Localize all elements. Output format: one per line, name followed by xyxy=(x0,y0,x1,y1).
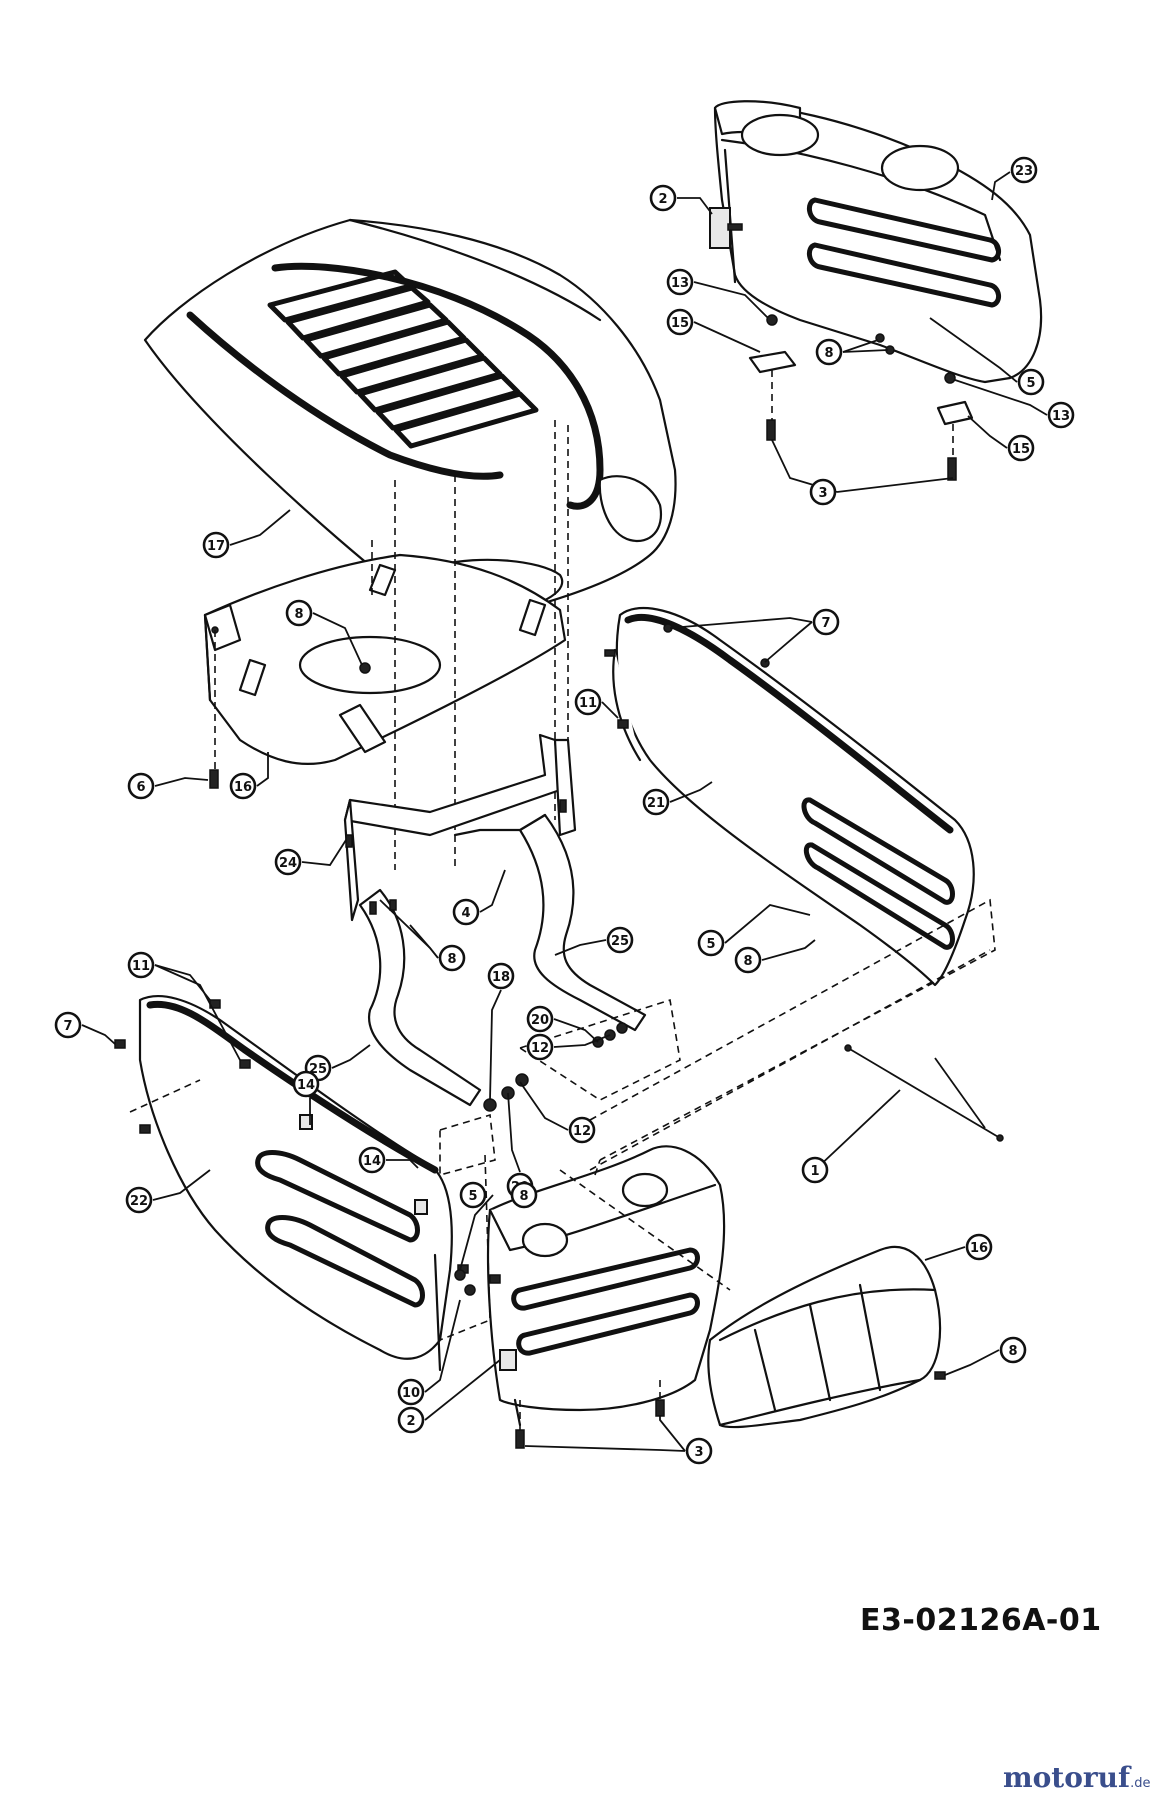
svg-text:13: 13 xyxy=(671,276,689,291)
callout-16-bumper: 16 xyxy=(965,1233,993,1261)
svg-text:11: 11 xyxy=(579,696,597,711)
support-frame-part xyxy=(343,733,647,1107)
callout-13-a: 13 xyxy=(666,268,694,296)
svg-text:17: 17 xyxy=(207,539,225,554)
front-grille-part xyxy=(457,1145,726,1449)
callout-8-right: 8 xyxy=(734,946,762,974)
side-panel-right-part xyxy=(604,607,975,987)
svg-text:25: 25 xyxy=(611,934,629,949)
callout-12-lower: 12 xyxy=(568,1116,596,1144)
callout-5-front: 5 xyxy=(459,1181,487,1209)
svg-text:8: 8 xyxy=(447,952,456,967)
callout-18: 18 xyxy=(487,962,515,990)
callout-labels: 2 23 13 15 8 5 13 15 3 17 8 6 16 7 11 21… xyxy=(54,156,1075,1465)
drawing-code-label: E3-02126A-01 xyxy=(860,1603,1102,1638)
svg-text:4: 4 xyxy=(461,906,470,921)
hood-part xyxy=(143,218,677,620)
rod-part xyxy=(844,1044,1004,1142)
hood-vent-grille xyxy=(267,269,539,449)
svg-text:7: 7 xyxy=(821,616,830,631)
callout-24: 24 xyxy=(274,848,302,876)
callout-13-b: 13 xyxy=(1047,401,1075,429)
callout-7-right: 7 xyxy=(812,608,840,636)
callout-3-top: 3 xyxy=(809,478,837,506)
svg-text:16: 16 xyxy=(970,1241,988,1256)
callout-3-bottom: 3 xyxy=(685,1437,713,1465)
svg-text:18: 18 xyxy=(492,970,510,985)
callout-15-a: 15 xyxy=(666,308,694,336)
svg-text:16: 16 xyxy=(234,780,252,795)
svg-text:20: 20 xyxy=(531,1013,549,1028)
callout-6: 6 xyxy=(127,772,155,800)
callout-10: 10 xyxy=(397,1378,425,1406)
svg-text:8: 8 xyxy=(294,607,303,622)
callout-16-tray: 16 xyxy=(229,772,257,800)
svg-text:2: 2 xyxy=(658,192,667,207)
svg-text:13: 13 xyxy=(1052,409,1070,424)
callout-8-top: 8 xyxy=(815,338,843,366)
callout-12-upper: 12 xyxy=(526,1033,554,1061)
callout-8-front: 8 xyxy=(510,1181,538,1209)
svg-text:12: 12 xyxy=(531,1041,549,1056)
svg-text:14: 14 xyxy=(297,1078,315,1093)
leader-lines xyxy=(81,171,1048,1452)
svg-text:1: 1 xyxy=(810,1164,819,1179)
svg-text:23: 23 xyxy=(1015,164,1033,179)
callout-8-mid: 8 xyxy=(438,944,466,972)
svg-text:15: 15 xyxy=(1012,442,1030,457)
svg-text:14: 14 xyxy=(363,1154,381,1169)
callout-2-top: 2 xyxy=(649,184,677,212)
svg-text:3: 3 xyxy=(818,486,827,501)
svg-text:24: 24 xyxy=(279,856,297,871)
callout-5-top: 5 xyxy=(1017,368,1045,396)
callout-8-tray: 8 xyxy=(285,599,313,627)
svg-text:8: 8 xyxy=(519,1189,528,1204)
svg-text:3: 3 xyxy=(694,1445,703,1460)
callout-7-left: 7 xyxy=(54,1011,82,1039)
svg-text:21: 21 xyxy=(647,796,665,811)
watermark-suffix: .de xyxy=(1130,1776,1151,1791)
callout-4: 4 xyxy=(452,898,480,926)
callout-20-upper: 20 xyxy=(526,1005,554,1033)
svg-text:7: 7 xyxy=(63,1019,72,1034)
svg-text:8: 8 xyxy=(824,346,833,361)
side-panel-left-part xyxy=(114,995,453,1372)
svg-text:11: 11 xyxy=(132,959,150,974)
callout-14-a: 14 xyxy=(292,1070,320,1098)
callout-15-b: 15 xyxy=(1007,434,1035,462)
watermark-logo: motoruf.de xyxy=(1003,1761,1150,1794)
svg-text:5: 5 xyxy=(706,937,715,952)
watermark-brand: motoruf xyxy=(1003,1761,1131,1794)
callout-1: 1 xyxy=(801,1156,829,1184)
callout-8-bumper: 8 xyxy=(999,1336,1027,1364)
svg-text:22: 22 xyxy=(130,1194,148,1209)
svg-text:2: 2 xyxy=(406,1414,415,1429)
svg-text:8: 8 xyxy=(743,954,752,969)
callout-5-right: 5 xyxy=(697,929,725,957)
svg-text:8: 8 xyxy=(1008,1344,1017,1359)
callout-2-bottom: 2 xyxy=(397,1406,425,1434)
front-bumper-part xyxy=(707,1245,946,1429)
svg-text:15: 15 xyxy=(671,316,689,331)
callout-22: 22 xyxy=(125,1186,153,1214)
callout-14-b: 14 xyxy=(358,1146,386,1174)
grille-frame-part xyxy=(709,100,1043,481)
callout-25-upper: 25 xyxy=(606,926,634,954)
callout-23: 23 xyxy=(1010,156,1038,184)
callout-11-left: 11 xyxy=(127,951,155,979)
hood-support-tray-part xyxy=(203,553,567,789)
callout-11-right: 11 xyxy=(574,688,602,716)
svg-text:6: 6 xyxy=(136,780,145,795)
svg-text:5: 5 xyxy=(1026,376,1035,391)
svg-text:12: 12 xyxy=(573,1124,591,1139)
callout-21: 21 xyxy=(642,788,670,816)
svg-text:10: 10 xyxy=(402,1386,420,1401)
svg-text:5: 5 xyxy=(468,1189,477,1204)
callout-17: 17 xyxy=(202,531,230,559)
